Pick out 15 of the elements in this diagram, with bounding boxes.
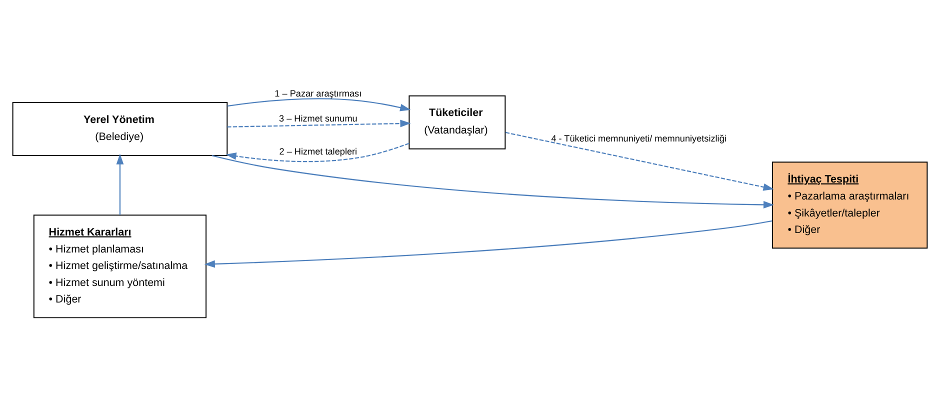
edge-label: 2 – Hizmet talepleri — [279, 146, 358, 157]
node-box: Hizmet Kararları • Hizmet planlaması • Hizmet geliştirme/satınalma • Hizmet sunum yöntemi • Diğer — [33, 214, 207, 318]
arrow — [227, 98, 411, 112]
arrow — [226, 142, 410, 162]
node-box: Yerel Yönetim (Belediye) — [12, 102, 228, 156]
arrow — [204, 220, 772, 268]
node-box: İhtiyaç Tespiti • Pazarlama araştırmaları • Şikâyetler/talepler • Diğer — [772, 162, 928, 249]
edge-label: 1 – Pazar araştırması — [274, 88, 362, 99]
arrow — [227, 120, 411, 128]
edge-label: 3 – Hizmet sunumu — [278, 113, 358, 124]
edge-label: 4 - Tüketici memnuniyeti/ memnuniyetsizliği — [551, 133, 726, 144]
arrow — [505, 132, 774, 191]
node-box: Tüketiciler (Vatandaşlar) — [408, 95, 506, 150]
arrow — [212, 154, 774, 208]
arrow — [116, 154, 124, 215]
